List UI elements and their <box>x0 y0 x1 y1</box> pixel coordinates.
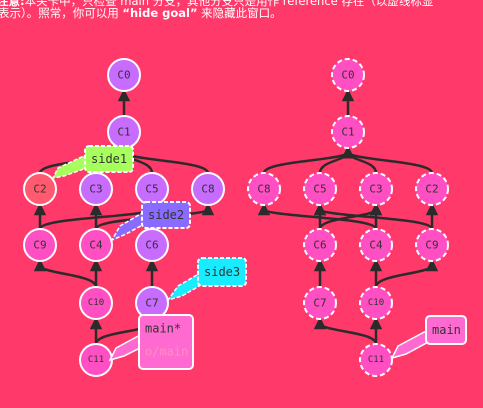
goal-commit-c4[interactable]: C4 <box>359 228 393 262</box>
commit-label: C0 <box>117 69 130 82</box>
commit-edge <box>257 202 378 231</box>
branch-side1[interactable]: side1 <box>51 145 134 180</box>
commit-label: C3 <box>369 183 382 196</box>
left-commit-c0[interactable]: C0 <box>107 58 141 92</box>
left-commit-c1[interactable]: C1 <box>107 115 141 149</box>
goal-branch-main-label: main <box>432 323 461 337</box>
left-commit-c10[interactable]: C10 <box>79 286 113 320</box>
goal-commit-c7[interactable]: C7 <box>303 286 337 320</box>
commit-label: C6 <box>313 239 326 252</box>
left-commit-c2[interactable]: C2 <box>23 172 57 206</box>
note-text-2b: 来隐藏此窗口。 <box>197 6 282 20</box>
commit-label: C7 <box>313 297 326 310</box>
goal-commit-c0[interactable]: C0 <box>331 58 365 92</box>
commit-label: C10 <box>368 298 384 308</box>
left-commit-c7[interactable]: C7 <box>135 286 169 320</box>
note-label: 注意: <box>0 0 25 8</box>
branch-main[interactable]: main* o/main <box>108 314 194 370</box>
commit-label: C3 <box>89 183 102 196</box>
commit-label: C11 <box>88 355 104 365</box>
left-commit-c8[interactable]: C8 <box>191 172 225 206</box>
instructions-text: 注意:本关卡中，只检查 main 分支，其他分支只是用作 reference 存… <box>0 0 483 26</box>
commit-label: C1 <box>341 126 354 139</box>
goal-commit-c9[interactable]: C9 <box>415 228 449 262</box>
commit-label: C0 <box>341 69 354 82</box>
left-commit-c11[interactable]: C11 <box>79 343 113 377</box>
commit-edge <box>374 258 439 288</box>
left-commit-c6[interactable]: C6 <box>135 228 169 262</box>
commit-label: C5 <box>313 183 326 196</box>
commit-label: C2 <box>425 183 438 196</box>
commit-edge <box>313 316 378 345</box>
commit-label: C10 <box>88 298 104 308</box>
goal-commit-c6[interactable]: C6 <box>303 228 337 262</box>
branch-main-label: main* <box>145 322 181 336</box>
goal-branch-main[interactable]: main <box>390 315 467 360</box>
commit-label: C6 <box>145 239 158 252</box>
commit-label: C7 <box>145 297 158 310</box>
goal-commit-c8[interactable]: C8 <box>247 172 281 206</box>
commit-label: C4 <box>89 239 103 252</box>
commit-label: C9 <box>33 239 46 252</box>
goal-commit-c5[interactable]: C5 <box>303 172 337 206</box>
hide-goal-command: “hide goal” <box>122 6 198 20</box>
commit-label: C1 <box>117 126 130 139</box>
goal-commit-c10[interactable]: C10 <box>359 286 393 320</box>
goal-commit-c2[interactable]: C2 <box>415 172 449 206</box>
note-text: 本关卡中，只检查 main 分支，其他分支只是用作 reference 存在（以… <box>24 0 434 8</box>
goal-commit-c3[interactable]: C3 <box>359 172 393 206</box>
goal-commit-c1[interactable]: C1 <box>331 115 365 149</box>
commit-label: C9 <box>425 239 438 252</box>
goal-commit-c11[interactable]: C11 <box>359 343 393 377</box>
note-text-2a: 表示）。照常，你可以用 <box>0 6 123 20</box>
branch-origin-main-label: o/main <box>145 345 188 359</box>
left-commit-c9[interactable]: C9 <box>23 228 57 262</box>
commit-edge <box>117 145 210 174</box>
commit-label: C8 <box>201 183 214 196</box>
commit-label: C2 <box>33 183 46 196</box>
branch-side2-label: side2 <box>148 208 184 222</box>
branch-side1-label: side1 <box>91 152 127 166</box>
commit-label: C11 <box>368 355 384 365</box>
commit-edge <box>33 258 98 288</box>
commit-label: C4 <box>369 239 383 252</box>
left-commit-c5[interactable]: C5 <box>135 172 169 206</box>
commit-label: C8 <box>257 183 270 196</box>
commit-label: C5 <box>145 183 158 196</box>
commit-edge <box>313 202 434 231</box>
branch-side2[interactable]: side2 <box>110 201 191 242</box>
commit-edge <box>262 145 355 174</box>
left-commit-c4[interactable]: C4 <box>79 228 113 262</box>
branch-side3-label: side3 <box>204 265 240 279</box>
left-commit-c3[interactable]: C3 <box>79 172 113 206</box>
commit-edge <box>341 145 434 174</box>
branch-side3[interactable]: side3 <box>166 257 247 302</box>
